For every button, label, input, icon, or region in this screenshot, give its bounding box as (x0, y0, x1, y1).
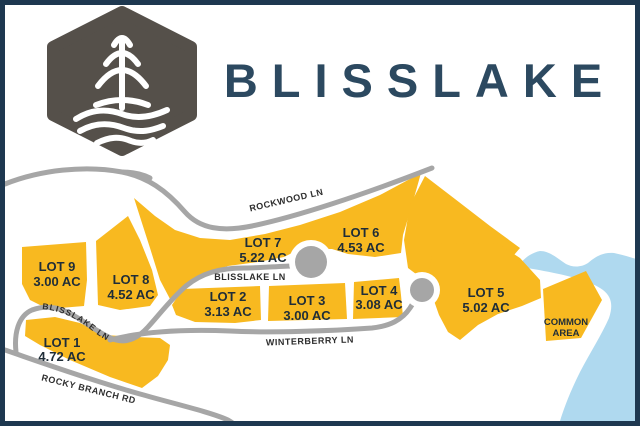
lot-4-parcel (353, 278, 403, 319)
lot-7-label: LOT 7 (245, 235, 282, 250)
lot-1-acreage: 4.72 AC (38, 349, 86, 364)
road-rockwood-ln (5, 165, 435, 232)
lot-4-acreage: 3.08 AC (355, 297, 403, 312)
common-area-label-2: AREA (553, 328, 580, 339)
lot-9-parcel (22, 242, 87, 309)
blisslake-plat-map: LOT 9 3.00 AC LOT 8 4.52 AC LOT 7 5.22 A… (5, 6, 635, 421)
lot-1-parcel (25, 317, 170, 388)
common-area-label-1: COMMON (544, 317, 588, 328)
lot-3-label: LOT 3 (289, 293, 326, 308)
page-title: BLISSLAKE (224, 54, 616, 107)
lot-5-acreage: 5.02 AC (462, 300, 510, 315)
cul-de-sac-2 (410, 278, 434, 302)
pine-tree-lake-hexagon-logo (47, 6, 197, 156)
lot-7-acreage: 5.22 AC (239, 250, 287, 265)
lot-6-acreage: 4.53 AC (337, 240, 385, 255)
lot-4-label: LOT 4 (361, 283, 399, 298)
lake-water (518, 251, 635, 421)
lot-2-label: LOT 2 (210, 289, 247, 304)
common-area-parcel (543, 271, 602, 341)
road-rocky-branch-rd (5, 347, 235, 421)
lot-2-acreage: 3.13 AC (204, 304, 252, 319)
lot-5-parcel (429, 243, 541, 340)
lot-6-label: LOT 6 (343, 225, 380, 240)
lot-7-parcel (134, 173, 421, 299)
pine-tree-icon (93, 35, 151, 111)
lot-8-label: LOT 8 (113, 272, 150, 287)
road-blisslake-ln (13, 263, 297, 355)
lot-5-label: LOT 5 (468, 285, 505, 300)
lot-3-acreage: 3.00 AC (283, 308, 331, 323)
blisslake-ln-label: BLISSLAKE LN (214, 272, 286, 282)
cul-de-sac-1 (295, 246, 327, 278)
lot-2-parcel (172, 286, 261, 323)
road-winterberry-ln (107, 295, 423, 343)
water-waves-icon (73, 107, 170, 146)
lot-1-label: LOT 1 (44, 335, 81, 350)
lot-8-acreage: 4.52 AC (107, 287, 155, 302)
road-stub (119, 169, 153, 181)
lot-8-parcel (96, 216, 158, 310)
winterberry-ln-label: WINTERBERRY LN (266, 334, 354, 347)
lot-9-label: LOT 9 (39, 259, 76, 274)
lot-9-acreage: 3.00 AC (33, 274, 81, 289)
lot-3-parcel (268, 283, 347, 321)
